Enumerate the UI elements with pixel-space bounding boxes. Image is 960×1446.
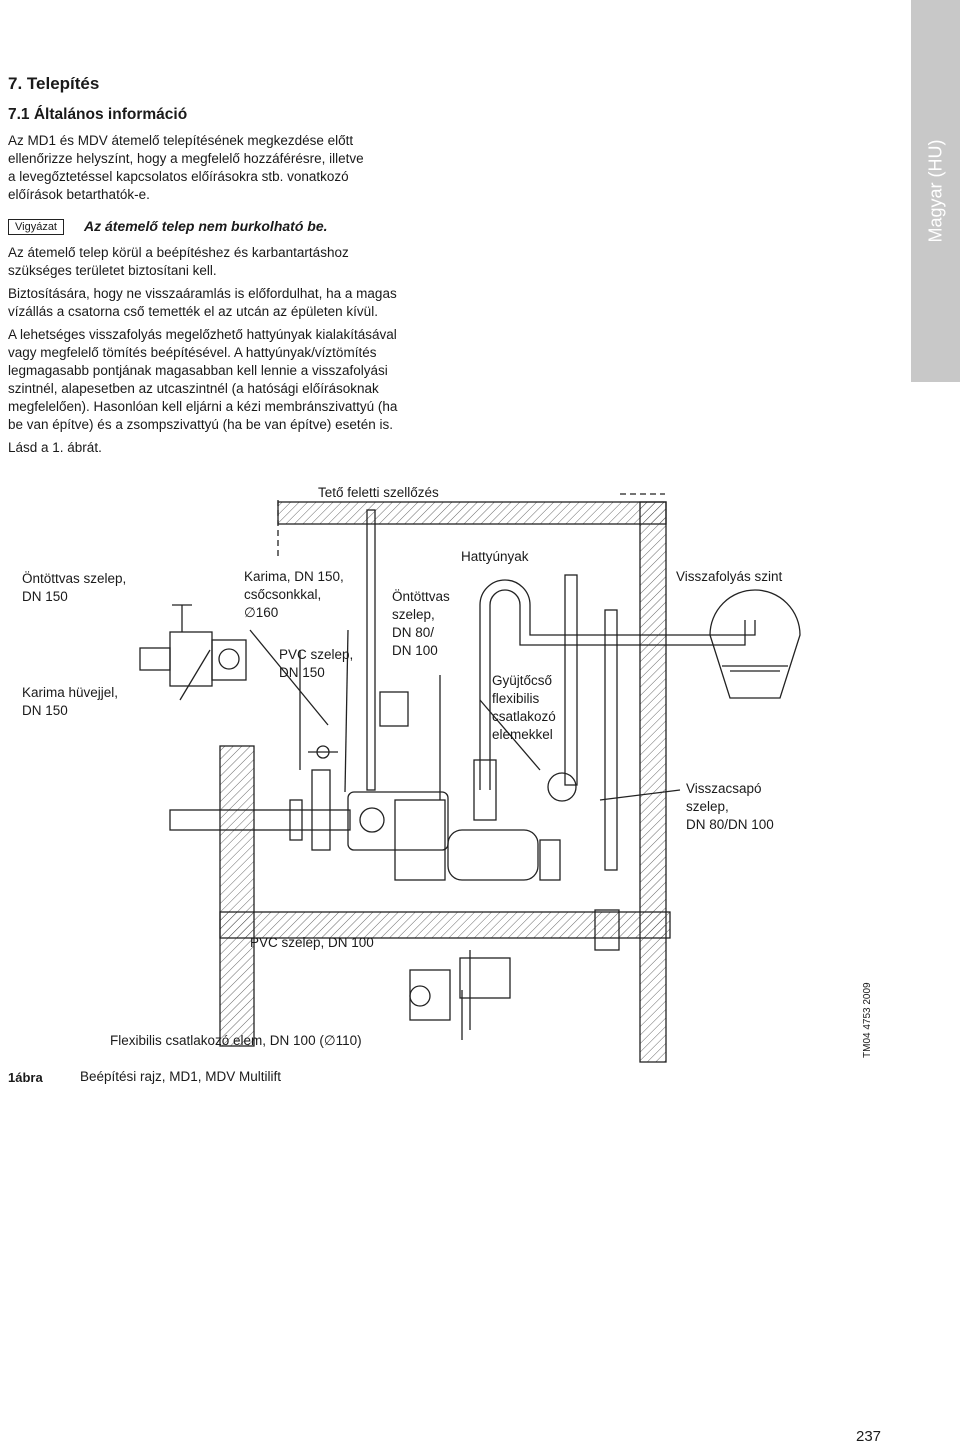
warning-badge: Vigyázat [8, 219, 64, 235]
leader-lines [179, 629, 681, 1030]
language-tab-label: Magyar (HU) [925, 139, 945, 243]
subsection-title: 7.1 Általános információ [8, 106, 188, 123]
figure-caption: Beépítési rajz, MD1, MDV Multilift [80, 1069, 282, 1084]
sump-pump [594, 909, 620, 951]
intro-line: a levegőztetéssel kapcsolatos előírásokr… [8, 169, 349, 184]
paragraph-3: A lehetséges visszafolyás megelőzhető ha… [8, 327, 398, 432]
label-cast-valve-150: Öntöttvas szelep,DN 150 [22, 571, 127, 604]
paragraph-2: Biztosítására, hogy ne visszaáramlás is … [8, 286, 397, 319]
lifting-station [347, 691, 561, 881]
intro-paragraph: Az MD1 és MDV átemelő telepítésének megk… [8, 132, 428, 204]
label-flange-sleeve: Karima hüvejjel,DN 150 [22, 685, 119, 718]
label-backflow-level: Visszafolyás szint [676, 569, 783, 584]
label-gooseneck: Hattyúnyak [461, 549, 529, 564]
paragraph-4: Lásd a 1. ábrát. [8, 440, 102, 455]
inlet-pipe [169, 745, 351, 851]
warning-text: Az átemelő telep nem burkolható be. [84, 218, 328, 234]
label-pvc-valve-100: PVC szelep, DN 100 [250, 935, 374, 950]
drawing-code: TM04 4753 2009 [862, 982, 873, 1058]
intro-line: Az MD1 és MDV átemelő telepítésének megk… [8, 133, 354, 148]
label-flange-spigot: Karima, DN 150,csőcsonkkal,∅160 [244, 569, 344, 620]
installation-drawing [139, 493, 801, 1063]
gooseneck-pipe [479, 574, 756, 871]
intro-line: ellenőrizze helyszínt, hogy a megfelelő … [8, 151, 364, 166]
backflow-basin [709, 589, 801, 699]
label-flexible-joint: Flexibilis csatlakozó elem, DN 100 (∅110… [110, 1033, 362, 1048]
paragraph-1: Az átemelő telep körül a beépítéshez és … [8, 245, 349, 278]
body-text: Az átemelő telep körül a beépítéshez és … [8, 244, 428, 462]
label-pvc-valve-150: PVC szelep,DN 150 [279, 647, 354, 680]
figure-number: 1ábra [8, 1070, 43, 1085]
language-tab: Magyar (HU) [911, 0, 960, 382]
vent-pipe [366, 509, 376, 791]
intro-line: előírások betarthatók-e. [8, 187, 150, 202]
section-title: 7. Telepítés [8, 74, 100, 93]
wall-valve [139, 604, 247, 687]
check-valve [473, 759, 577, 821]
label-roof-vent: Tető feletti szellőzés [318, 485, 439, 500]
page-number: 237 [856, 1428, 882, 1445]
flexible-joint-detail [409, 957, 511, 1040]
